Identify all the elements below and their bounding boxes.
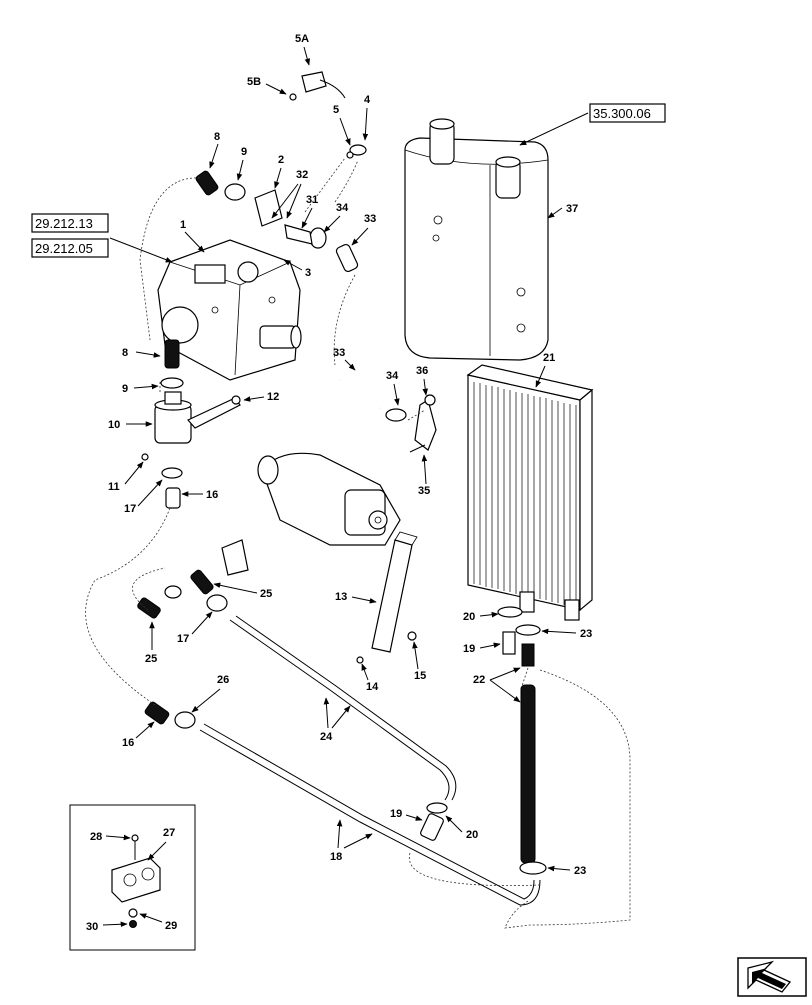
callout-label: 36	[416, 365, 428, 377]
callout-label: 37	[566, 203, 578, 215]
pump-reference-a[interactable]: 29.212.13	[31, 213, 109, 233]
callout-label: 9	[241, 146, 247, 158]
tank-reference[interactable]: 35.300.06	[519, 103, 666, 146]
hydrostatic-pump	[157, 239, 302, 381]
hose-24	[229, 619, 450, 801]
callout-label: 20	[466, 829, 478, 841]
pipe-22	[520, 684, 536, 864]
callout-label: 34	[386, 370, 399, 382]
callout-label: 34	[336, 202, 349, 214]
oil-cooler	[466, 364, 594, 621]
tee-fitting-25	[137, 539, 249, 619]
next-page-arrow-icon[interactable]	[737, 957, 807, 997]
callout-label: 13	[335, 591, 347, 603]
fitting-2-31	[254, 189, 313, 245]
callout-label: 17	[177, 633, 189, 645]
valve-35-36	[409, 394, 437, 453]
callout-label: 25	[145, 653, 157, 665]
callout-label: 29	[165, 920, 177, 932]
callout-label: 18	[330, 851, 342, 863]
callout-label: 33	[333, 347, 345, 359]
oil-filter	[154, 391, 241, 444]
callouts: 5A 5B 5 4 8 9 2 32 31 34 33 1 3 37 8 9 1…	[86, 33, 592, 933]
callout-label: 35	[418, 485, 430, 497]
hose-8-9	[160, 170, 246, 389]
hose-33-upper	[334, 243, 382, 410]
callout-label: 2	[278, 154, 284, 166]
callout-label: 32	[296, 169, 308, 181]
fitting-5	[289, 71, 367, 159]
svg-text:29.212.05: 29.212.05	[35, 241, 93, 256]
callout-label: 5A	[295, 33, 309, 45]
callout-label: 9	[122, 383, 128, 395]
fitting-34	[309, 227, 407, 422]
callout-label: 16	[122, 737, 134, 749]
callout-label: 31	[306, 194, 318, 206]
small-hardware	[141, 395, 541, 667]
hose-18	[199, 729, 541, 906]
svg-text:35.300.06: 35.300.06	[593, 106, 651, 121]
callout-label: 20	[463, 611, 475, 623]
callout-label: 1	[180, 219, 186, 231]
svg-text:29.212.13: 29.212.13	[35, 216, 93, 231]
callout-label: 33	[364, 213, 376, 225]
callout-label: 16	[206, 489, 218, 501]
callout-label: 17	[124, 503, 136, 515]
callout-label: 26	[217, 674, 229, 686]
callout-label: 5	[333, 104, 339, 116]
callout-label: 24	[320, 731, 333, 743]
callout-label: 11	[108, 481, 120, 493]
callout-label: 22	[473, 674, 485, 686]
callout-label: 27	[163, 827, 175, 839]
callout-label: 10	[108, 419, 120, 431]
callout-label: 5B	[247, 76, 261, 88]
pump-reference-b[interactable]: 29.212.05	[31, 237, 173, 263]
callout-label: 28	[90, 831, 102, 843]
callout-label: 30	[86, 921, 98, 933]
clamp-detail-inset	[69, 804, 196, 951]
callout-label: 12	[267, 391, 279, 403]
callout-label: 8	[122, 347, 128, 359]
callout-label: 23	[574, 865, 586, 877]
hydraulic-tank	[404, 118, 549, 361]
callout-label: 3	[305, 267, 311, 279]
callout-label: 21	[543, 352, 555, 364]
callout-label: 15	[414, 670, 426, 682]
callout-label: 4	[364, 94, 371, 106]
callout-label: 8	[214, 131, 220, 143]
callout-label: 25	[260, 588, 272, 600]
gear-pump	[257, 452, 401, 546]
callout-label: 19	[390, 808, 402, 820]
callout-label: 23	[580, 628, 592, 640]
callout-label: 14	[366, 681, 379, 693]
callout-label: 19	[463, 643, 475, 655]
mounting-bracket	[371, 531, 418, 653]
